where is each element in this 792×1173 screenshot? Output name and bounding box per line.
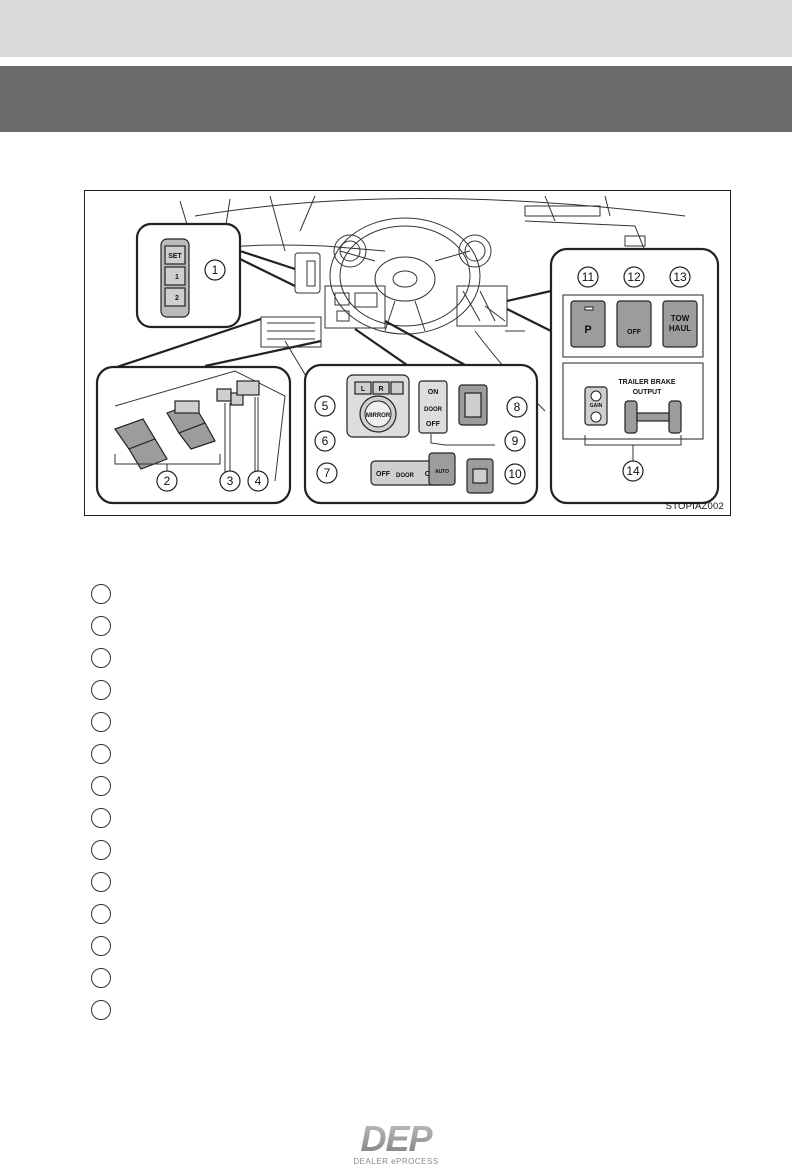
legend-marker bbox=[91, 904, 111, 924]
svg-text:TOW: TOW bbox=[671, 314, 690, 323]
svg-text:AUTO: AUTO bbox=[435, 469, 449, 475]
svg-text:2: 2 bbox=[175, 295, 179, 302]
svg-text:P: P bbox=[584, 324, 591, 336]
svg-text:OFF: OFF bbox=[376, 471, 391, 478]
svg-text:TRAILER BRAKE: TRAILER BRAKE bbox=[618, 379, 675, 386]
legend-marker bbox=[91, 680, 111, 700]
svg-text:DOOR: DOOR bbox=[424, 407, 443, 413]
svg-text:OUTPUT: OUTPUT bbox=[633, 389, 663, 396]
callout-12: 12 bbox=[624, 267, 644, 287]
svg-text:SET: SET bbox=[168, 253, 182, 260]
legend-marker bbox=[91, 776, 111, 796]
svg-text:3: 3 bbox=[227, 474, 234, 488]
svg-text:1: 1 bbox=[212, 263, 219, 277]
svg-text:6: 6 bbox=[322, 434, 329, 448]
svg-text:10: 10 bbox=[508, 467, 522, 481]
dashboard-illustration: .ln { stroke: #333; stroke-width: 1; fil… bbox=[85, 191, 730, 515]
callout-10: 10 bbox=[505, 464, 525, 484]
callout-7: 7 bbox=[317, 463, 337, 483]
svg-text:14: 14 bbox=[626, 464, 640, 478]
svg-text:OFF: OFF bbox=[426, 421, 441, 428]
legend-marker bbox=[91, 968, 111, 988]
svg-text:1: 1 bbox=[175, 274, 179, 281]
svg-text:2: 2 bbox=[164, 474, 171, 488]
svg-text:5: 5 bbox=[322, 399, 329, 413]
legend-marker bbox=[91, 648, 111, 668]
connector-4 bbox=[507, 291, 551, 331]
svg-text:GAIN: GAIN bbox=[590, 403, 603, 409]
header-band bbox=[0, 0, 792, 57]
svg-text:R: R bbox=[378, 386, 383, 393]
connector-1 bbox=[240, 251, 295, 286]
legend-marker bbox=[91, 712, 111, 732]
switch-location-figure: .ln { stroke: #333; stroke-width: 1; fil… bbox=[84, 190, 731, 516]
legend-marker bbox=[91, 808, 111, 828]
dep-logo-mark: DEP DEALER ePROCESS bbox=[340, 1118, 452, 1168]
section-title-band bbox=[0, 66, 792, 132]
callout-5: 5 bbox=[315, 396, 335, 416]
svg-text:DOOR: DOOR bbox=[396, 473, 415, 479]
callout-13: 13 bbox=[670, 267, 690, 287]
inset-center-switches: L R MIRROR ON DOOR OFF OFF DOOR ON AUTO bbox=[305, 365, 537, 503]
svg-text:12: 12 bbox=[627, 270, 641, 284]
svg-text:8: 8 bbox=[514, 400, 521, 414]
callout-11: 11 bbox=[578, 267, 598, 287]
svg-text:L: L bbox=[361, 386, 366, 393]
legend-marker bbox=[91, 616, 111, 636]
callout-2: 2 bbox=[157, 471, 177, 491]
svg-text:4: 4 bbox=[255, 474, 262, 488]
legend-marker bbox=[91, 936, 111, 956]
dealer-eprocess-logo: DEP DEALER ePROCESS bbox=[340, 1118, 452, 1168]
svg-text:OFF: OFF bbox=[627, 329, 642, 336]
legend-marker bbox=[91, 872, 111, 892]
svg-text:7: 7 bbox=[324, 466, 331, 480]
legend-marker bbox=[91, 744, 111, 764]
callout-14: 14 bbox=[623, 461, 643, 481]
figure-code: STOPIAZ002 bbox=[666, 501, 724, 512]
svg-text:HAUL: HAUL bbox=[669, 324, 691, 333]
svg-text:9: 9 bbox=[512, 434, 519, 448]
inset-seat-memory: SET 1 2 bbox=[137, 224, 240, 327]
svg-text:11: 11 bbox=[582, 270, 595, 284]
callout-6: 6 bbox=[315, 431, 335, 451]
legend-marker bbox=[91, 1000, 111, 1020]
legend-marker bbox=[91, 840, 111, 860]
callout-1: 1 bbox=[205, 260, 225, 280]
callout-9: 9 bbox=[505, 431, 525, 451]
callout-4: 4 bbox=[248, 471, 268, 491]
callout-8: 8 bbox=[507, 397, 527, 417]
callout-3: 3 bbox=[220, 471, 240, 491]
svg-text:13: 13 bbox=[673, 270, 687, 284]
svg-text:DEALER ePROCESS: DEALER ePROCESS bbox=[353, 1157, 438, 1166]
svg-text:MIRROR: MIRROR bbox=[366, 413, 391, 419]
legend-marker bbox=[91, 584, 111, 604]
svg-text:ON: ON bbox=[428, 389, 439, 396]
svg-text:DEP: DEP bbox=[360, 1118, 433, 1159]
